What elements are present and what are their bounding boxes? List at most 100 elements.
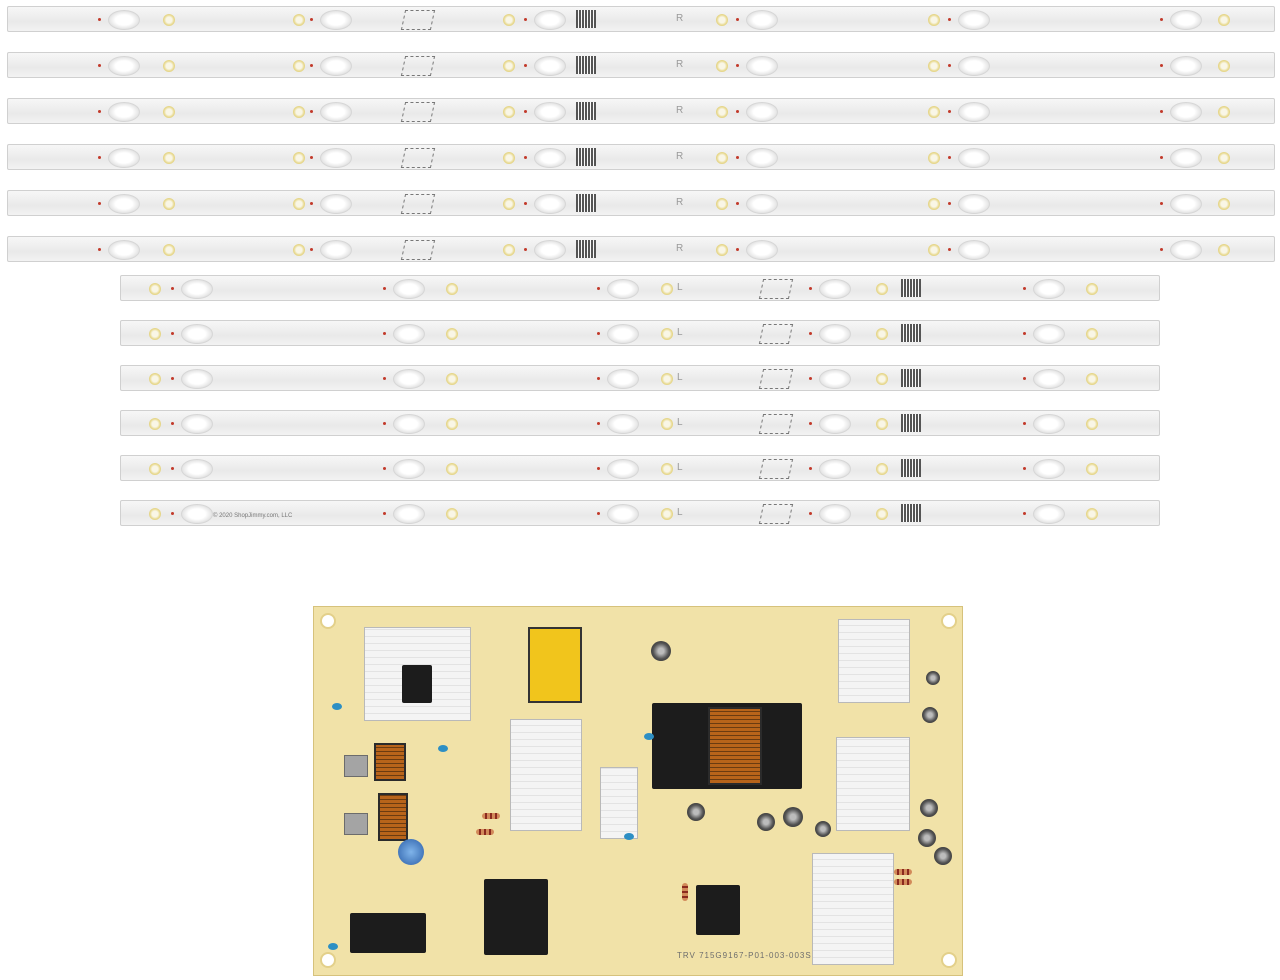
barcode-label — [576, 194, 596, 212]
mount-pad — [716, 198, 728, 210]
mount-pad — [1086, 373, 1098, 385]
solder-dot — [1023, 467, 1026, 470]
led-lens — [1170, 194, 1202, 214]
solder-dot — [948, 110, 951, 113]
led-lens — [819, 279, 851, 299]
solder-dot — [809, 377, 812, 380]
led-lens — [108, 10, 140, 30]
mount-pad — [293, 60, 305, 72]
solder-dot — [736, 202, 739, 205]
ceramic-capacitor — [328, 943, 338, 950]
mount-pad — [1218, 14, 1230, 26]
solder-dot — [736, 248, 739, 251]
heatsink — [510, 719, 582, 831]
mount-pad — [503, 60, 515, 72]
strip-side-mark: L — [677, 282, 683, 293]
mount-hole — [941, 952, 957, 968]
solder-dot — [1160, 156, 1163, 159]
mount-pad — [1086, 328, 1098, 340]
transformer-winding — [708, 707, 762, 785]
led-lens — [819, 459, 851, 479]
mount-pad — [1218, 198, 1230, 210]
mount-pad — [876, 373, 888, 385]
resistor — [476, 829, 494, 835]
solder-dot — [524, 156, 527, 159]
mount-pad — [149, 508, 161, 520]
varistor — [398, 839, 424, 865]
mount-pad — [446, 373, 458, 385]
led-lens — [393, 279, 425, 299]
electrolytic-capacitor — [922, 707, 938, 723]
mount-pad — [1086, 463, 1098, 475]
led-lens — [320, 148, 352, 168]
mount-pad — [876, 283, 888, 295]
mount-pad — [293, 198, 305, 210]
mount-pad — [928, 244, 940, 256]
led-lens — [607, 279, 639, 299]
led-lens — [181, 369, 213, 389]
led-lens — [1033, 459, 1065, 479]
resistor — [894, 869, 912, 875]
led-strip: R — [7, 98, 1275, 124]
led-lens — [534, 148, 566, 168]
strip-side-mark: L — [677, 417, 683, 428]
mount-pad — [928, 198, 940, 210]
solder-dot — [383, 422, 386, 425]
led-lens — [181, 279, 213, 299]
warning-tag — [758, 459, 794, 479]
mount-pad — [503, 14, 515, 26]
mount-pad — [928, 152, 940, 164]
barcode-label — [576, 10, 596, 28]
mount-pad — [661, 418, 673, 430]
electrolytic-capacitor — [934, 847, 952, 865]
barcode-label — [576, 56, 596, 74]
heatsink — [836, 737, 910, 831]
solder-dot — [171, 467, 174, 470]
mount-pad — [446, 283, 458, 295]
solder-dot — [171, 287, 174, 290]
led-lens — [746, 102, 778, 122]
solder-dot — [383, 287, 386, 290]
mount-hole — [320, 952, 336, 968]
mount-pad — [716, 152, 728, 164]
solder-dot — [383, 512, 386, 515]
mount-pad — [876, 463, 888, 475]
mount-pad — [876, 328, 888, 340]
led-lens — [958, 56, 990, 76]
board-part-number: TRV 715G9167-P01-003-003S — [677, 951, 812, 960]
mount-pad — [1218, 106, 1230, 118]
mount-pad — [163, 244, 175, 256]
solder-dot — [1160, 18, 1163, 21]
electrolytic-capacitor — [926, 671, 940, 685]
solder-dot — [98, 64, 101, 67]
led-strip: R — [7, 144, 1275, 170]
solder-dot — [948, 64, 951, 67]
bridge-rectifier — [402, 665, 432, 703]
led-lens — [320, 56, 352, 76]
solder-dot — [597, 422, 600, 425]
led-lens — [534, 102, 566, 122]
solder-dot — [1023, 422, 1026, 425]
mount-pad — [163, 14, 175, 26]
mount-pad — [503, 106, 515, 118]
barcode-label — [901, 369, 921, 387]
electrolytic-capacitor — [815, 821, 831, 837]
solder-dot — [383, 332, 386, 335]
led-lens — [819, 504, 851, 524]
solder-dot — [171, 377, 174, 380]
mount-pad — [446, 463, 458, 475]
mount-pad — [1218, 244, 1230, 256]
mount-pad — [446, 328, 458, 340]
led-lens — [1033, 504, 1065, 524]
solder-dot — [98, 248, 101, 251]
mount-pad — [928, 14, 940, 26]
electrolytic-capacitor — [783, 807, 803, 827]
warning-tag — [400, 102, 436, 122]
solder-dot — [736, 64, 739, 67]
mount-pad — [149, 283, 161, 295]
led-lens — [1170, 240, 1202, 260]
barcode-label — [576, 102, 596, 120]
resistor — [682, 883, 688, 901]
led-lens — [393, 414, 425, 434]
mount-pad — [163, 106, 175, 118]
